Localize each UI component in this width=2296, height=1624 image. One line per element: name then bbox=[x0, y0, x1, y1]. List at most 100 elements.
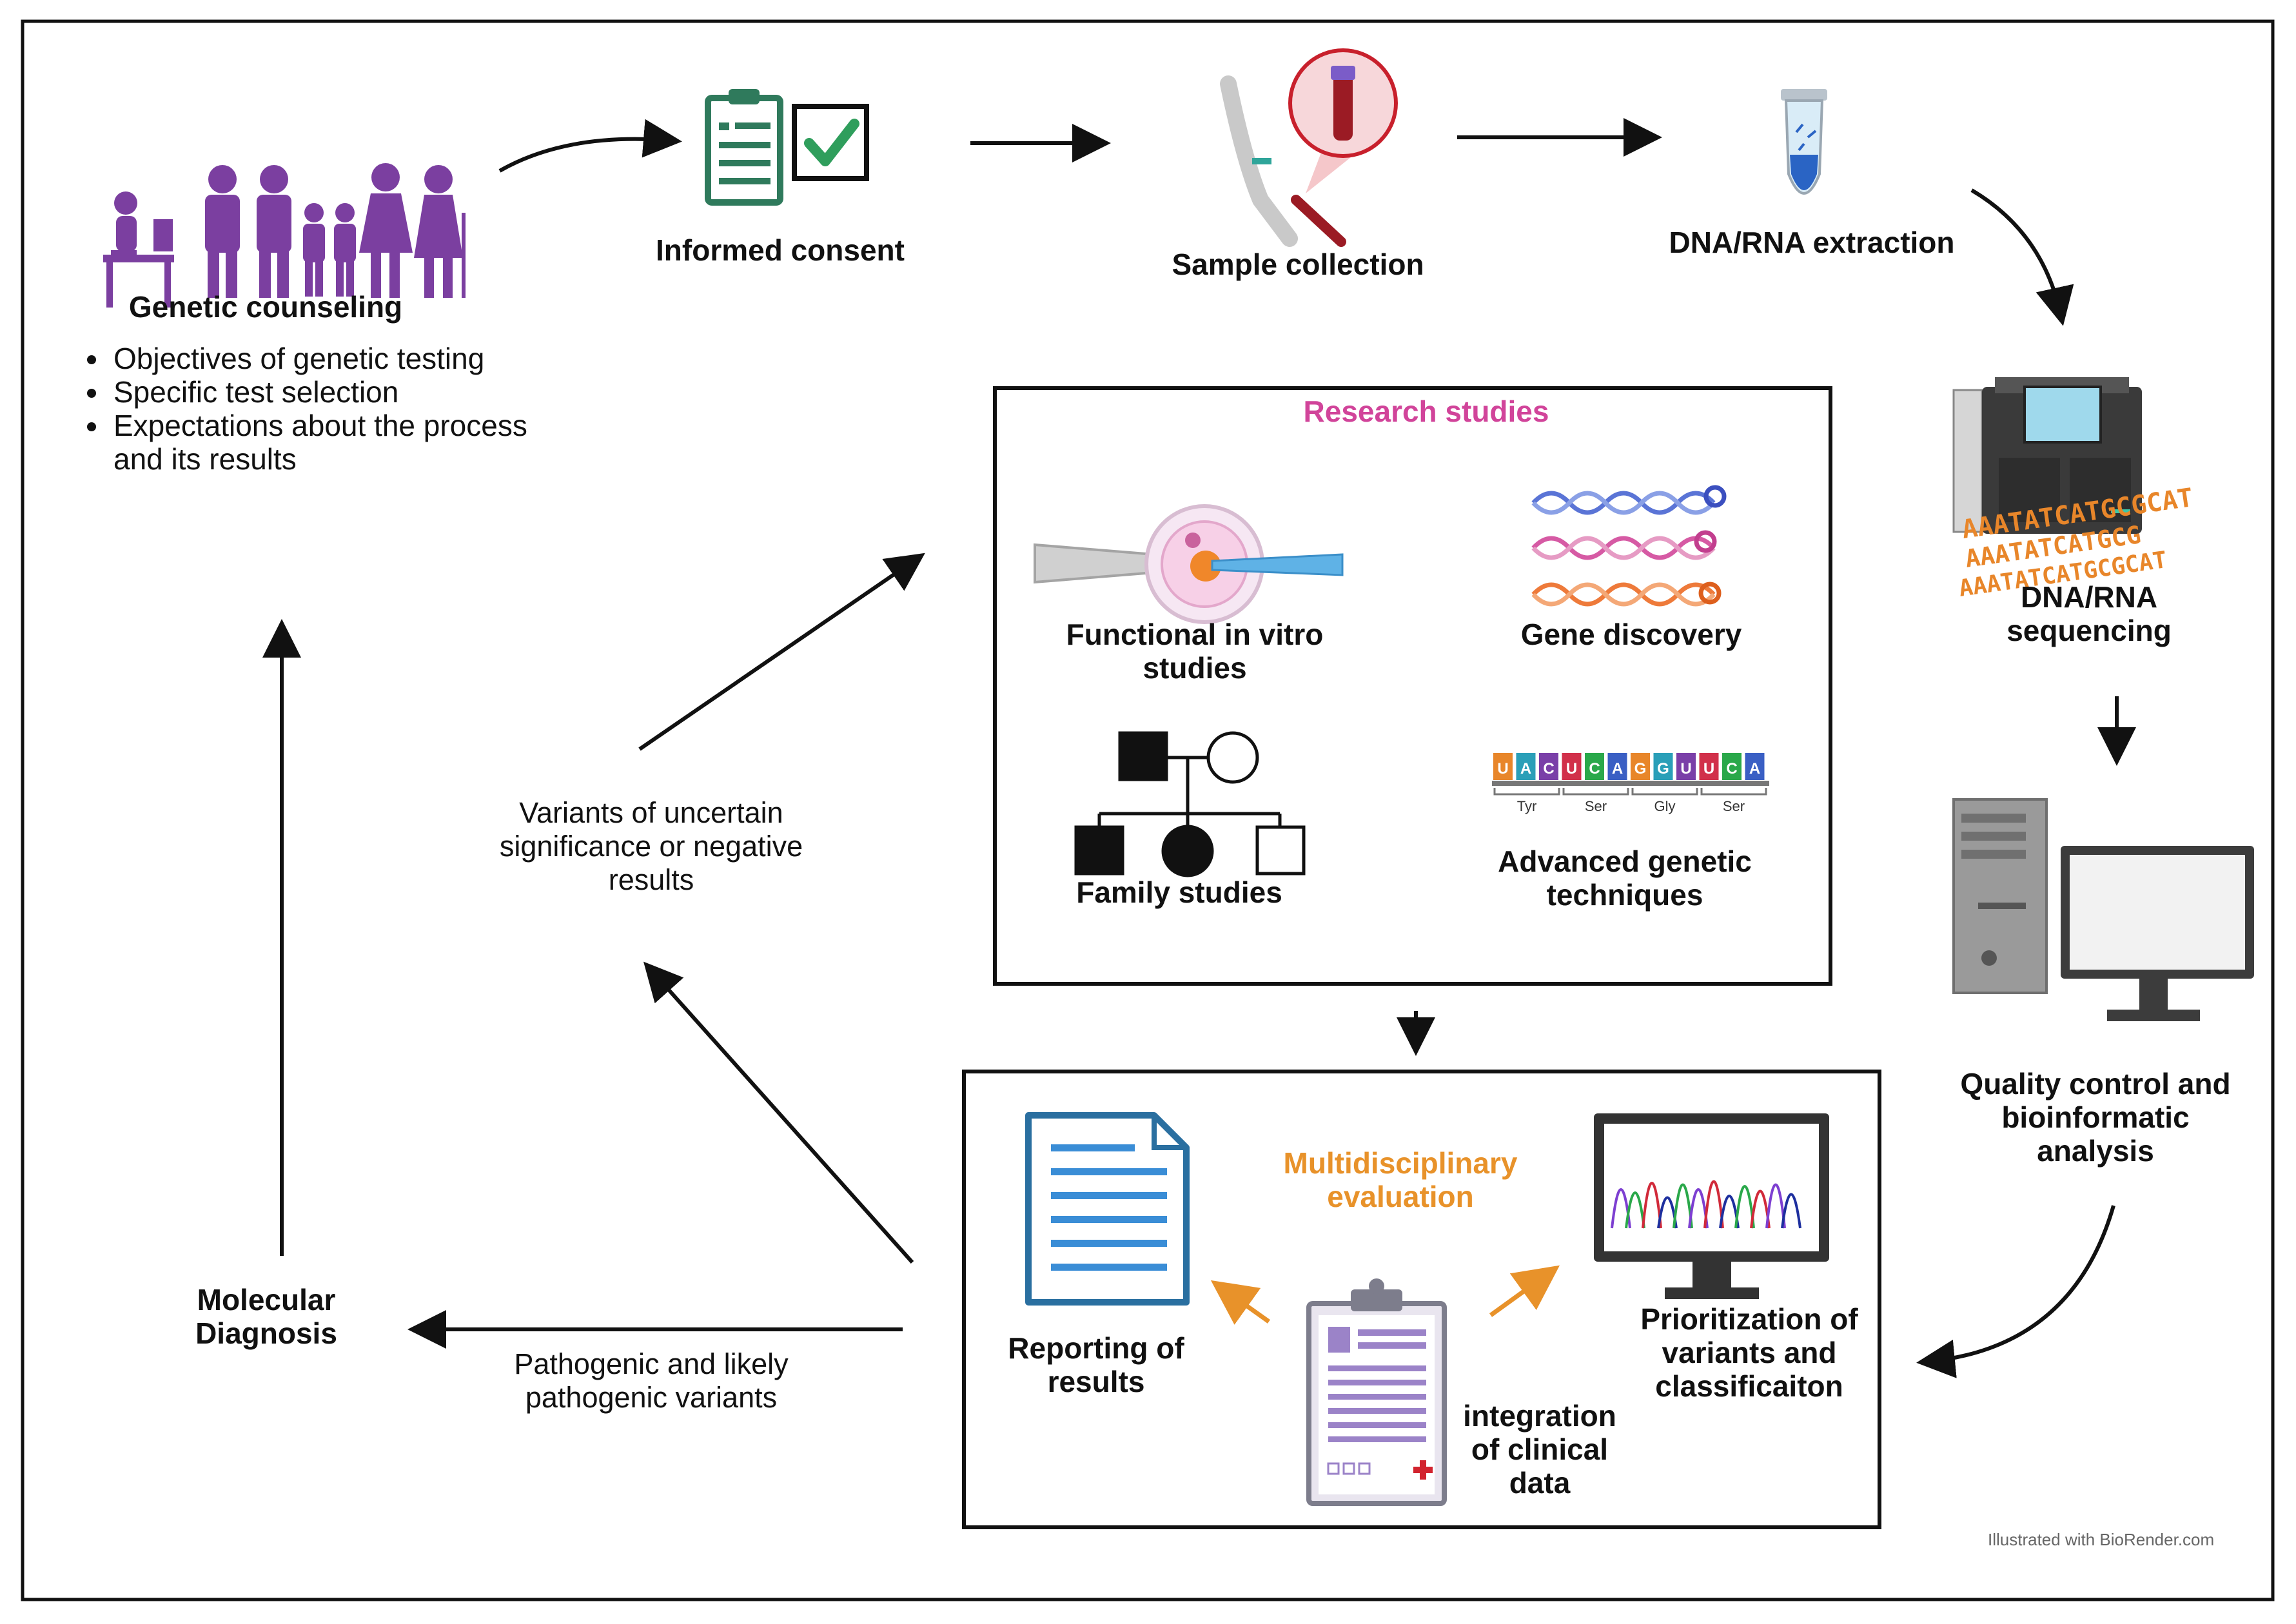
arrow-vus-to-research bbox=[638, 553, 925, 751]
multidisciplinary-title: Multidisciplinary evaluation bbox=[1284, 1146, 1518, 1213]
microinjection-icon bbox=[1034, 504, 1344, 624]
qc-label-line: analysis bbox=[2037, 1134, 2154, 1168]
amino-acid-bracket bbox=[1562, 788, 1629, 796]
arrow-counseling-to-consent bbox=[498, 119, 682, 173]
codon-tile bbox=[1562, 753, 1582, 780]
sequencing-label: DNA/RNA sequencing bbox=[2007, 580, 2172, 647]
prioritization-label: Prioritization of variants and classific… bbox=[1640, 1302, 1858, 1403]
report-document-icon bbox=[1025, 1112, 1190, 1306]
clinical-clipboard-icon bbox=[1306, 1278, 1447, 1506]
vus-edge-label: Variants of uncertain significance or ne… bbox=[500, 796, 803, 897]
dna-helix-icon bbox=[1531, 485, 1727, 607]
codon-tile bbox=[1516, 753, 1536, 780]
codon-tile bbox=[1653, 753, 1673, 780]
multidisciplinary-title-line: Multidisciplinary bbox=[1283, 1146, 1518, 1180]
codon-tile bbox=[1745, 753, 1765, 780]
reporting-label: Reporting of results bbox=[1008, 1331, 1184, 1398]
amino-acid-label: Ser bbox=[1723, 798, 1745, 814]
counseling-point: and its results bbox=[113, 442, 297, 476]
family-studies-label: Family studies bbox=[1076, 876, 1282, 909]
codon-letter: U bbox=[1497, 760, 1508, 778]
evaluation-box bbox=[962, 1070, 1881, 1529]
codon-tile bbox=[1722, 753, 1742, 780]
arrow-qc-to-evaluation bbox=[1916, 1205, 2115, 1378]
sequencing-label-line: DNA/RNA bbox=[2020, 580, 2158, 614]
outer-frame bbox=[21, 19, 2275, 1601]
codon-letter: C bbox=[1543, 760, 1554, 778]
codon-letter: U bbox=[1703, 760, 1714, 778]
integration-label: integration of clinical data bbox=[1463, 1399, 1616, 1500]
arrow-extraction-to-sequencing bbox=[1970, 188, 2074, 326]
codon-tile bbox=[1631, 753, 1650, 780]
vus-edge-line: Variants of uncertain bbox=[519, 796, 783, 829]
consent-clipboard-icon bbox=[705, 89, 783, 206]
qc-label-line: Quality control and bbox=[1960, 1067, 2231, 1101]
reporting-label-line: Reporting of bbox=[1008, 1331, 1184, 1365]
amino-acid-label: Gly bbox=[1654, 798, 1676, 814]
arrow-clinical-to-prioritization bbox=[1489, 1265, 1560, 1317]
codon-letter: U bbox=[1680, 760, 1691, 778]
blood-sample-icon bbox=[1220, 48, 1398, 247]
sequencing-label-line: sequencing bbox=[2007, 614, 2172, 647]
integration-label-line: data bbox=[1509, 1466, 1571, 1500]
family-icon bbox=[103, 163, 466, 308]
counseling-point: Specific test selection bbox=[110, 375, 527, 409]
multidisciplinary-title-line: evaluation bbox=[1327, 1180, 1474, 1213]
pathogenic-edge-line: pathogenic variants bbox=[525, 1381, 778, 1414]
codon-tile bbox=[1607, 753, 1627, 780]
codon-letter: C bbox=[1589, 760, 1600, 778]
pedigree-icon bbox=[1074, 731, 1306, 877]
codon-letter: G bbox=[1634, 760, 1647, 778]
prioritization-label-line: variants and bbox=[1662, 1336, 1837, 1369]
counseling-point: Objectives of genetic testing bbox=[110, 342, 527, 375]
advanced-techniques-label: Advanced genetic techniques bbox=[1498, 845, 1752, 912]
amino-acid-label: Tyr bbox=[1517, 798, 1537, 814]
integration-label-line: integration bbox=[1463, 1399, 1616, 1433]
functional-studies-line: Functional in vitro bbox=[1066, 618, 1324, 651]
codon-letter: A bbox=[1612, 760, 1623, 778]
molecular-diagnosis-label: Molecular Diagnosis bbox=[195, 1283, 337, 1350]
arrow-clinical-to-reporting bbox=[1210, 1280, 1271, 1325]
qc-label-line: bioinformatic bbox=[2001, 1101, 2190, 1134]
amino-acid-bracket bbox=[1493, 788, 1560, 796]
pathogenic-edge-label: Pathogenic and likely pathogenic variant… bbox=[514, 1347, 788, 1414]
integration-label-line: of clinical bbox=[1471, 1433, 1609, 1466]
pathogenic-edge-line: Pathogenic and likely bbox=[514, 1347, 789, 1380]
codon-tile bbox=[1493, 753, 1513, 780]
gene-discovery-label: Gene discovery bbox=[1520, 618, 1742, 651]
codon-tile bbox=[1699, 753, 1719, 780]
vus-edge-line: significance or negative bbox=[499, 830, 803, 863]
molecular-diagnosis-line: Molecular bbox=[197, 1283, 336, 1316]
molecular-diagnosis-line: Diagnosis bbox=[195, 1316, 337, 1350]
codon-letter: A bbox=[1749, 760, 1760, 778]
amino-acid-bracket bbox=[1631, 788, 1698, 796]
advanced-techniques-line: techniques bbox=[1546, 878, 1703, 912]
functional-studies-label: Functional in vitro studies bbox=[1066, 618, 1324, 685]
reporting-label-line: results bbox=[1047, 1365, 1145, 1398]
extraction-label: DNA/RNA extraction bbox=[1669, 226, 1955, 259]
amino-acid-label: Ser bbox=[1585, 798, 1607, 814]
checkbox-icon bbox=[792, 104, 869, 181]
arrow-evaluation-to-vus bbox=[643, 961, 914, 1264]
codon-letter: U bbox=[1566, 760, 1577, 778]
counseling-points-list: Objectives of genetic testingSpecific te… bbox=[84, 342, 527, 476]
codon-tile bbox=[1539, 753, 1558, 780]
research-studies-title: Research studies bbox=[1303, 395, 1549, 428]
extraction-tube-icon bbox=[1781, 89, 1827, 195]
prioritization-label-line: classificaiton bbox=[1655, 1369, 1843, 1403]
biorender-credit: Illustrated with BioRender.com bbox=[1988, 1530, 2215, 1549]
sequencer-icon bbox=[1952, 377, 2142, 534]
genetic-counseling-label: Genetic counseling bbox=[128, 290, 403, 324]
counseling-point: Expectations about the process bbox=[110, 409, 527, 442]
sample-collection-label: Sample collection bbox=[1172, 248, 1424, 281]
prioritization-label-line: Prioritization of bbox=[1640, 1302, 1858, 1336]
computer-icon bbox=[1952, 798, 2254, 1021]
functional-studies-line: studies bbox=[1143, 651, 1247, 685]
codon-tile bbox=[1585, 753, 1604, 780]
amino-acid-bracket bbox=[1700, 788, 1767, 796]
codon-tile bbox=[1676, 753, 1696, 780]
chromatogram-monitor-icon bbox=[1594, 1113, 1829, 1299]
